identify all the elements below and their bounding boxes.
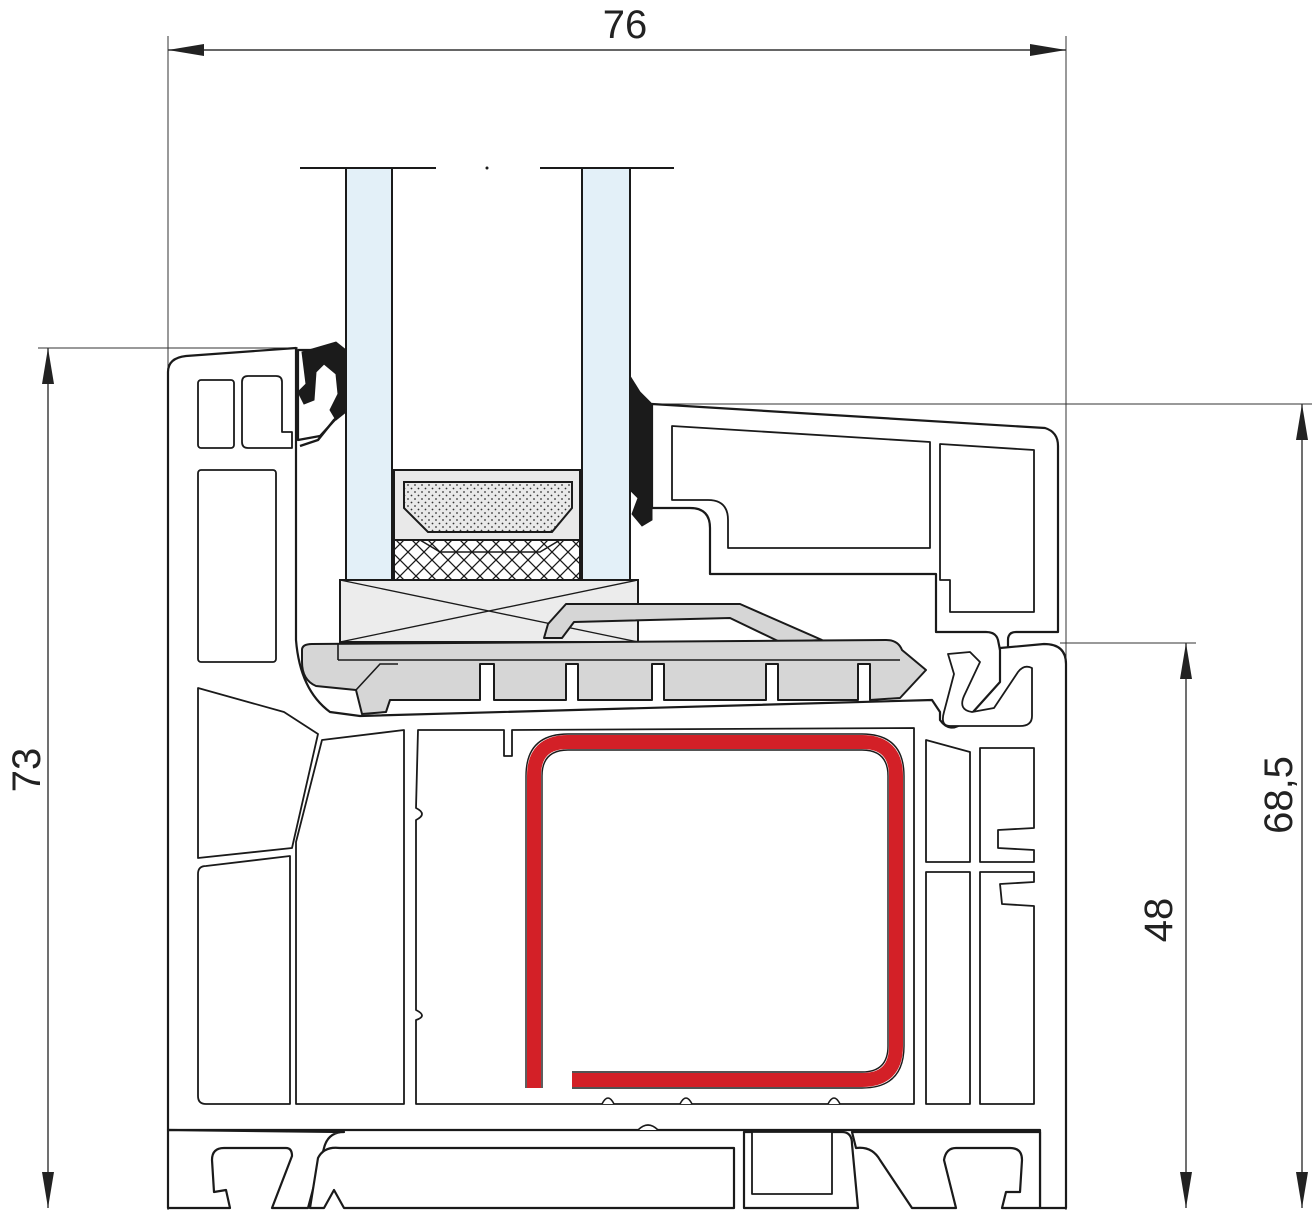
arrow-head: [1180, 643, 1192, 679]
arrow-head: [1180, 1172, 1192, 1208]
glass-pane-inner: [581, 167, 631, 583]
frame-chamber: [197, 379, 235, 449]
dimension-overall-height: 73: [5, 347, 298, 1208]
arrow-head: [42, 348, 54, 384]
glazing-unit: [300, 166, 674, 583]
width-dimension-label: 76: [603, 3, 648, 47]
arrow-head: [42, 1172, 54, 1208]
sash-height-dimension-label: 68,5: [1257, 756, 1301, 834]
overall-height-dimension-label: 73: [5, 748, 49, 793]
arrow-head: [1030, 44, 1066, 56]
arrow-head: [1296, 404, 1308, 440]
outer-glazing-gasket: [297, 341, 347, 421]
steel-reinforcement: [527, 735, 903, 1088]
chamber-ribs: [601, 1097, 841, 1131]
glass-pane-outer: [345, 167, 393, 583]
dimension-frame-height: 48: [1060, 642, 1196, 1208]
sash-profile: [296, 348, 1060, 652]
glazing-gaskets: [297, 341, 653, 527]
glazing-support: [301, 579, 927, 715]
reinforcement-chamber: [415, 727, 915, 1105]
glazing-bridge: [543, 603, 823, 643]
dimension-sash-height: 68,5: [650, 403, 1312, 1208]
inner-glazing-gasket: [629, 374, 653, 527]
spacer-bar: [393, 469, 581, 581]
arrow-head: [1296, 1172, 1308, 1208]
frame-height-dimension-label: 48: [1137, 898, 1181, 943]
arrow-head: [168, 44, 204, 56]
glazing-block-channel: [301, 639, 927, 715]
